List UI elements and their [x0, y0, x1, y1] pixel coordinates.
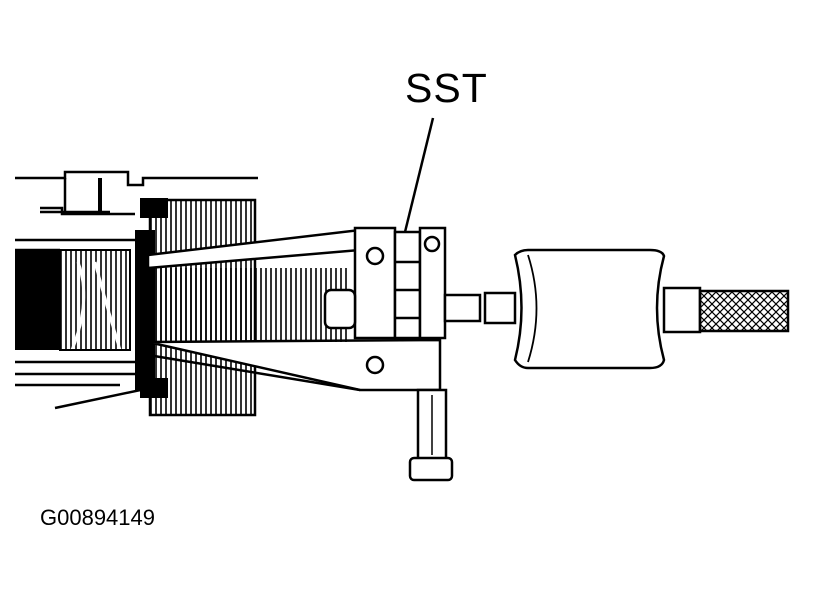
sliding-hammer [483, 248, 790, 370]
housing [15, 170, 258, 410]
inner-shaft [15, 249, 131, 351]
center-screw [323, 288, 482, 330]
knurled-handle [698, 289, 790, 333]
sst-leader-line [403, 117, 435, 233]
sst-bolt-hole-lower [365, 355, 385, 375]
sst-bolt-hole-upper [365, 246, 385, 266]
sst-body [353, 226, 447, 375]
puller-arms [146, 228, 442, 392]
vertical-bolt [408, 388, 454, 482]
figure-id: G00894149 [40, 505, 155, 530]
callout-label: SST [405, 65, 488, 111]
sst-bolt-hole-right [423, 235, 441, 253]
